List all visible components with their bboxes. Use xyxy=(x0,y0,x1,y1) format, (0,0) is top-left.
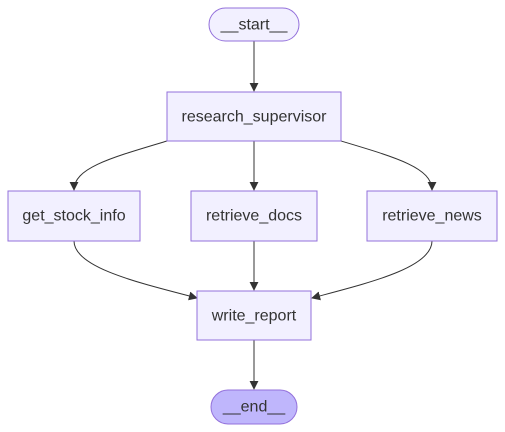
get-stock-info-node-shape xyxy=(7,190,141,242)
node-get-stock-info: get_stock_info xyxy=(7,190,141,242)
node-write-report: write_report xyxy=(196,290,312,341)
write-report-node-label: write_report xyxy=(211,308,297,325)
edge-research-supervisor-to-retrieve-news xyxy=(340,140,437,191)
node-retrieve-news: retrieve_news xyxy=(366,190,498,242)
research-supervisor-node-shape xyxy=(166,91,342,142)
retrieve-docs-node-shape xyxy=(190,190,318,242)
retrieve-docs-node-label: retrieve_docs xyxy=(206,208,302,225)
edge-get-stock-info-to-write-report xyxy=(73,240,198,301)
node-end: __end__ xyxy=(210,389,298,425)
node-retrieve-docs: retrieve_docs xyxy=(190,190,318,242)
end-node-shape xyxy=(210,389,298,425)
write-report-node-shape xyxy=(196,290,312,341)
retrieve-news-node-label: retrieve_news xyxy=(382,208,482,225)
edge-research-supervisor-to-get-stock-info xyxy=(69,140,168,191)
edge-retrieve-news-to-write-report xyxy=(311,240,433,301)
start-node-shape xyxy=(208,7,300,42)
node-start: __start__ xyxy=(208,7,300,42)
get-stock-info-node-label: get_stock_info xyxy=(22,208,125,225)
end-node-label: __end__ xyxy=(222,399,286,416)
research-supervisor-node-label: research_supervisor xyxy=(182,109,328,126)
retrieve-news-node-shape xyxy=(366,190,498,242)
edges xyxy=(69,41,437,390)
start-node-label: __start__ xyxy=(220,17,289,34)
node-research-supervisor: research_supervisor xyxy=(166,91,342,142)
